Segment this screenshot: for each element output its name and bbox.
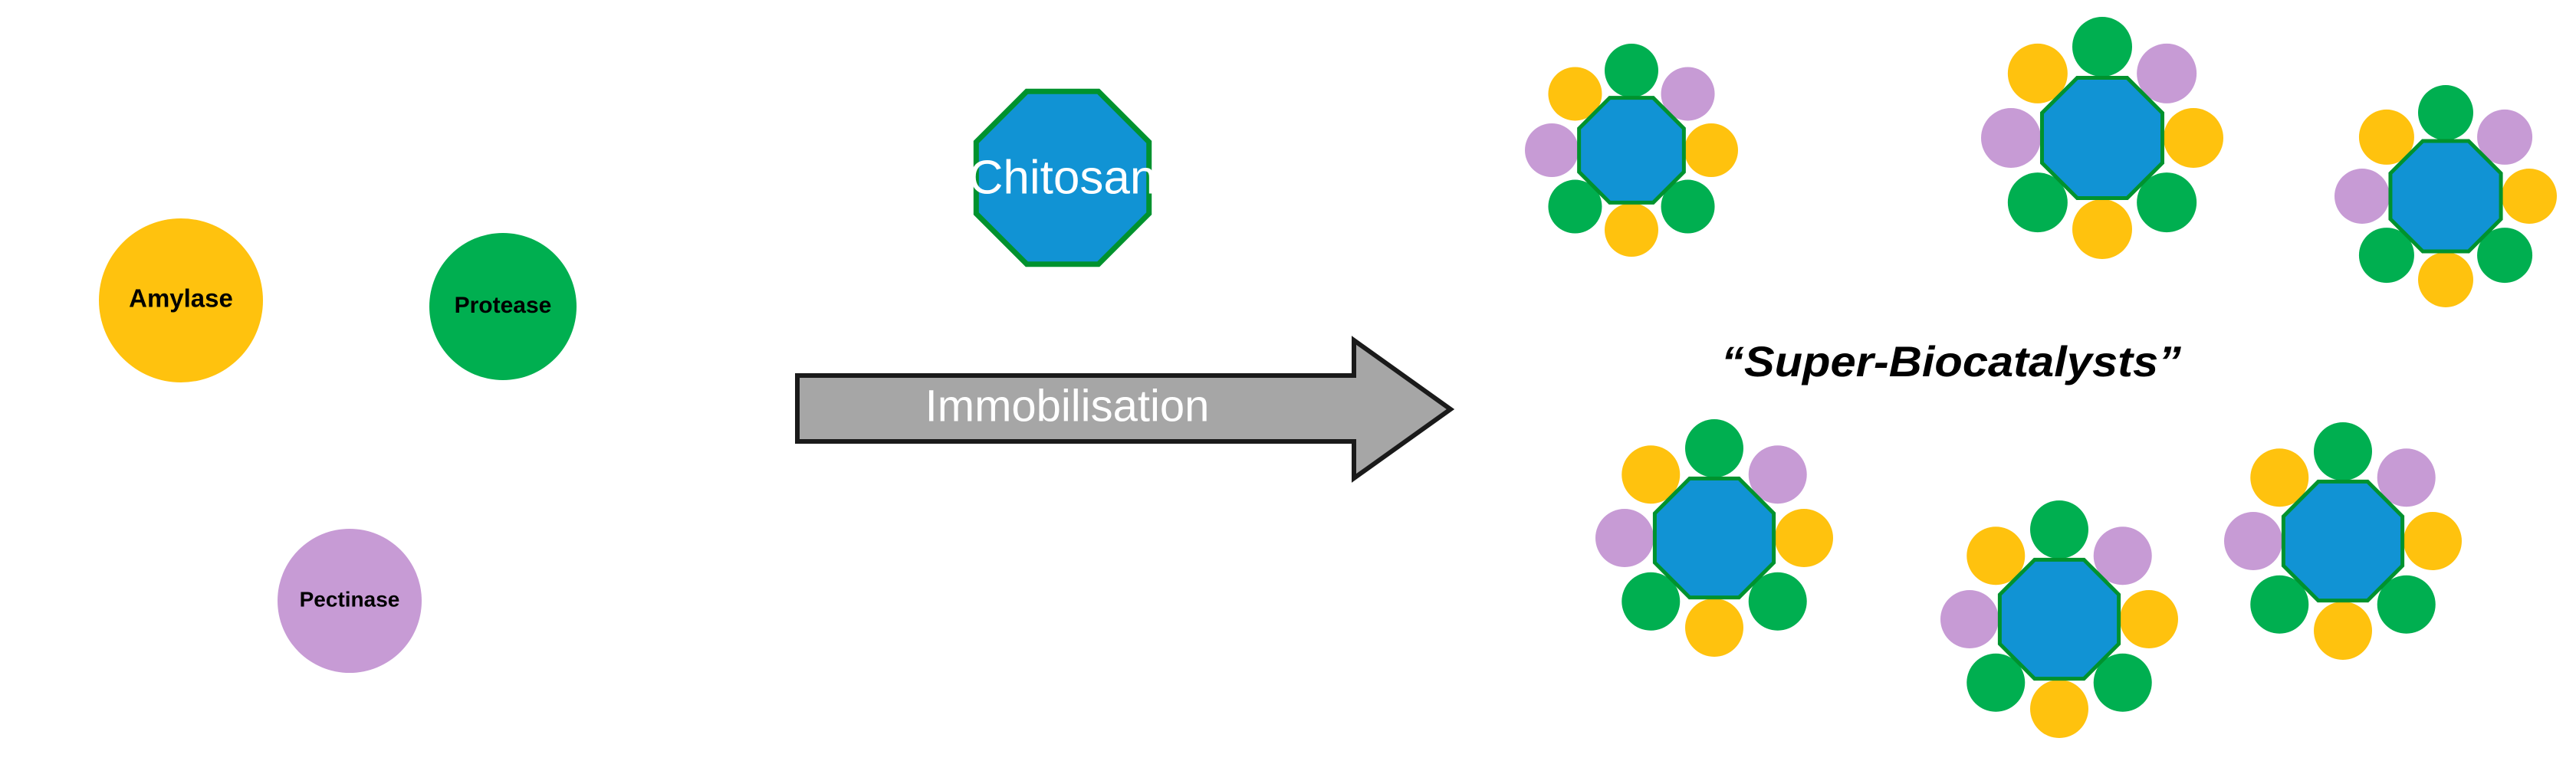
enzyme-protease[interactable]: Protease <box>429 233 577 380</box>
enzyme-label-pectinase: Pectinase <box>300 587 400 611</box>
satellite-enzyme-pectinase-1 <box>2093 526 2152 586</box>
satellite-enzyme-protease-3 <box>1661 179 1715 234</box>
cluster-bottom-middle[interactable] <box>1940 500 2178 738</box>
satellite-enzyme-pectinase-6 <box>1525 123 1579 177</box>
satellite-enzyme-amylase-2 <box>2404 512 2462 570</box>
cluster-bottom-right[interactable] <box>2224 422 2462 660</box>
cluster-core-octagon[interactable] <box>2039 75 2165 201</box>
enzyme-label-protease: Protease <box>455 293 552 318</box>
satellite-enzyme-amylase-2 <box>2164 108 2223 168</box>
satellite-enzyme-amylase-4 <box>2314 602 2372 660</box>
enzyme-circle-protease[interactable] <box>429 233 577 380</box>
chitosan-octagon[interactable]: Chitosan <box>969 88 1157 267</box>
cluster-top-right[interactable] <box>2334 85 2557 307</box>
cluster-core-octagon[interactable] <box>1652 476 1776 600</box>
satellite-enzyme-amylase-7 <box>1622 445 1681 504</box>
satellite-enzyme-pectinase-1 <box>1748 445 1807 504</box>
enzyme-pectinase[interactable]: Pectinase <box>278 529 422 673</box>
enzyme-circle-amylase[interactable] <box>99 218 263 382</box>
satellite-enzyme-pectinase-6 <box>1595 509 1654 567</box>
enzyme-amylase[interactable]: Amylase <box>99 218 263 382</box>
satellite-enzyme-protease-0 <box>2418 85 2473 140</box>
satellite-enzyme-amylase-7 <box>2250 448 2309 507</box>
satellite-enzyme-protease-0 <box>1685 419 1743 477</box>
satellite-enzyme-pectinase-6 <box>2224 512 2282 570</box>
satellite-enzyme-protease-0 <box>2072 17 2132 77</box>
satellite-enzyme-pectinase-1 <box>1661 67 1715 121</box>
satellite-enzyme-protease-3 <box>2377 575 2436 634</box>
satellite-enzyme-amylase-4 <box>1605 203 1658 257</box>
satellite-enzyme-protease-3 <box>2137 172 2197 233</box>
satellite-enzyme-protease-0 <box>2030 500 2088 559</box>
satellite-enzyme-pectinase-1 <box>2137 43 2197 103</box>
satellite-enzyme-amylase-4 <box>2418 252 2473 307</box>
chitosan-support-group: Chitosan <box>969 88 1157 267</box>
arrow-label: Immobilisation <box>925 381 1210 431</box>
cluster-core-octagon[interactable] <box>1577 96 1686 205</box>
satellite-enzyme-protease-0 <box>1605 44 1658 97</box>
enzyme-label-amylase: Amylase <box>129 284 233 313</box>
satellite-enzyme-protease-3 <box>1748 572 1807 631</box>
super-biocatalysts-caption: “Super-Biocatalysts” <box>1721 337 2181 385</box>
satellite-enzyme-protease-5 <box>1622 572 1681 631</box>
satellite-enzyme-protease-5 <box>1548 179 1602 234</box>
cluster-top-left[interactable] <box>1525 44 1738 257</box>
super-biocatalyst-group: “Super-Biocatalysts” <box>1525 17 2557 738</box>
satellite-enzyme-protease-5 <box>2358 228 2414 284</box>
immobilisation-arrow: Immobilisation <box>795 336 1455 483</box>
cluster-bottom-left[interactable] <box>1595 419 1833 657</box>
satellite-enzyme-amylase-4 <box>2072 199 2132 259</box>
satellite-enzyme-amylase-2 <box>1684 123 1738 177</box>
satellite-enzyme-pectinase-1 <box>2477 109 2533 165</box>
satellite-enzyme-amylase-4 <box>1685 599 1743 657</box>
satellite-enzyme-pectinase-6 <box>1981 108 2041 168</box>
satellite-enzyme-pectinase-1 <box>2377 448 2436 507</box>
satellite-enzyme-protease-5 <box>2250 575 2309 634</box>
satellite-enzyme-protease-5 <box>2007 172 2068 233</box>
satellite-enzyme-amylase-2 <box>2502 169 2557 224</box>
cluster-core-octagon[interactable] <box>2388 139 2503 254</box>
satellite-enzyme-amylase-7 <box>2007 43 2068 103</box>
satellite-enzyme-pectinase-6 <box>1940 590 1999 648</box>
satellite-enzyme-protease-3 <box>2477 228 2533 284</box>
cluster-core-octagon[interactable] <box>2281 479 2405 603</box>
chitosan-shape[interactable] <box>973 88 1152 267</box>
arrow-shape <box>795 336 1455 483</box>
satellite-enzyme-pectinase-6 <box>2334 169 2390 224</box>
satellite-enzyme-amylase-2 <box>2120 590 2178 648</box>
satellite-enzyme-amylase-2 <box>1775 509 1833 567</box>
satellite-enzyme-protease-3 <box>2093 653 2152 712</box>
cluster-core-octagon[interactable] <box>1997 557 2121 681</box>
immobilisation-arrow-group: Immobilisation <box>795 336 1455 483</box>
satellite-enzyme-amylase-7 <box>1548 67 1602 121</box>
satellite-enzyme-protease-5 <box>1967 653 2026 712</box>
satellite-enzyme-amylase-7 <box>1967 526 2026 586</box>
enzyme-circle-pectinase[interactable] <box>278 529 422 673</box>
cluster-top-middle[interactable] <box>1981 17 2223 259</box>
satellite-enzyme-amylase-7 <box>2358 109 2414 165</box>
chitosan-label: Chitosan <box>969 151 1157 204</box>
satellite-enzyme-protease-0 <box>2314 422 2372 481</box>
satellite-enzyme-amylase-4 <box>2030 680 2088 738</box>
